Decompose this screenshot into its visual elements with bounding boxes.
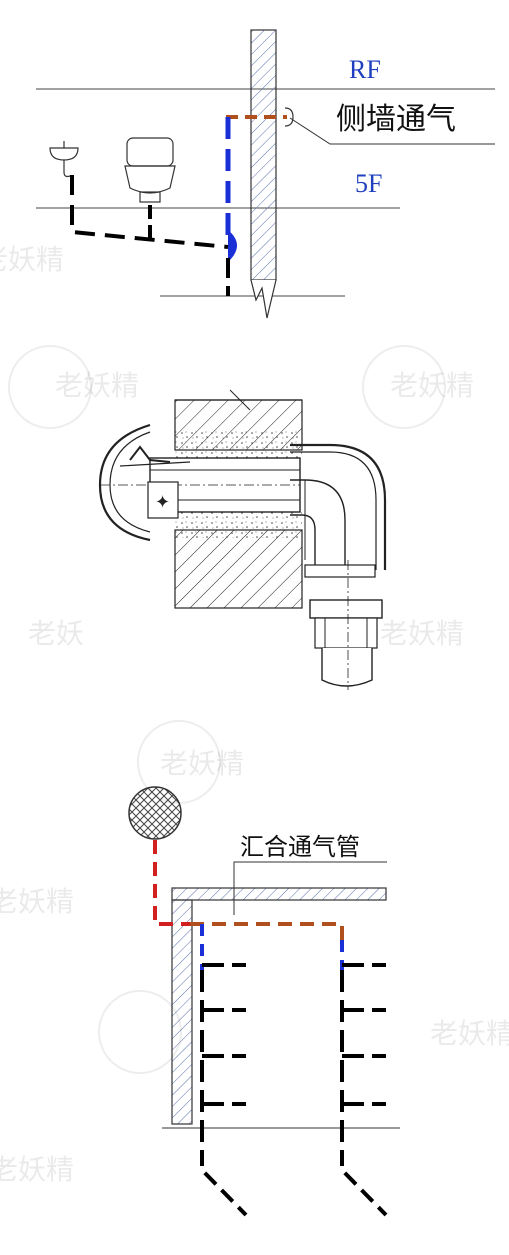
manifold-vent-label: 汇合通气管 bbox=[240, 833, 360, 861]
elbow-fitting-outer bbox=[290, 443, 387, 570]
watermark-text: 老妖精 bbox=[0, 243, 65, 276]
branch-drains-left bbox=[202, 963, 246, 1106]
watermark-text: 老妖精 bbox=[0, 1153, 75, 1186]
wall-break-mark bbox=[250, 279, 277, 319]
watermark-ring bbox=[8, 345, 92, 429]
watermark-text: 老妖精 bbox=[0, 885, 75, 918]
damper-plate bbox=[129, 445, 171, 463]
down-pipe bbox=[321, 648, 373, 687]
wall-break-line bbox=[229, 389, 251, 411]
watermark-text: 老妖精 bbox=[390, 369, 475, 402]
pipe-coupling bbox=[309, 599, 383, 619]
panel-2-vent-terminal-detail: ✦ bbox=[98, 389, 387, 690]
watermark-ring bbox=[362, 345, 446, 429]
pipe-coupling-body bbox=[314, 617, 378, 649]
watermark-text: 老妖精 bbox=[430, 1017, 509, 1050]
toilet-icon bbox=[124, 137, 176, 203]
hood-cap-inner bbox=[109, 431, 151, 533]
elbow-fitting-mid bbox=[290, 451, 377, 570]
watermark-text: 老妖精 bbox=[160, 747, 245, 780]
branch-drains-right bbox=[342, 963, 386, 1106]
screen-mark-icon: ✦ bbox=[155, 492, 170, 513]
watermark-text: 老妖精 bbox=[380, 617, 465, 650]
vent-pipe-red bbox=[153, 840, 195, 926]
drain-offset-left bbox=[200, 1150, 248, 1217]
manifold-pipe-brown bbox=[190, 922, 344, 940]
vent-cap-icon bbox=[284, 107, 294, 127]
vent-screen bbox=[147, 481, 179, 519]
panel-3-manifold-vent: 汇合通气管 bbox=[128, 786, 400, 1217]
drain-offset-right bbox=[340, 1150, 388, 1217]
manifold-leader-line bbox=[233, 861, 387, 915]
side-vent-label: 侧墙通气 bbox=[336, 102, 456, 137]
mortar-layer-lower bbox=[175, 512, 302, 538]
elbow-fitting-inner2 bbox=[290, 514, 316, 570]
watermark-ring bbox=[137, 720, 221, 804]
roof-label: RF bbox=[349, 55, 381, 84]
side-wall bbox=[250, 29, 277, 281]
watermark-text: 老妖 bbox=[28, 617, 85, 650]
wash-basin-icon bbox=[49, 141, 79, 178]
mortar-layer-upper bbox=[175, 430, 302, 458]
watermark-text: 老妖精 bbox=[55, 369, 140, 402]
panel-1-side-wall-vent: RF 侧墙通气 5F bbox=[36, 29, 495, 319]
elbow-fitting-inner bbox=[290, 479, 346, 570]
watermark-ring bbox=[98, 990, 182, 1074]
drain-pipe bbox=[70, 175, 229, 249]
label-leader-line bbox=[289, 117, 495, 145]
wall-masonry-lower bbox=[174, 529, 303, 609]
hood-cap bbox=[98, 423, 151, 542]
vent-fitting-blue bbox=[228, 230, 237, 262]
roof-slab bbox=[171, 887, 387, 901]
elbow-socket bbox=[304, 564, 376, 578]
floor-5f-label: 5F bbox=[355, 169, 382, 198]
damper-arm bbox=[119, 461, 191, 467]
